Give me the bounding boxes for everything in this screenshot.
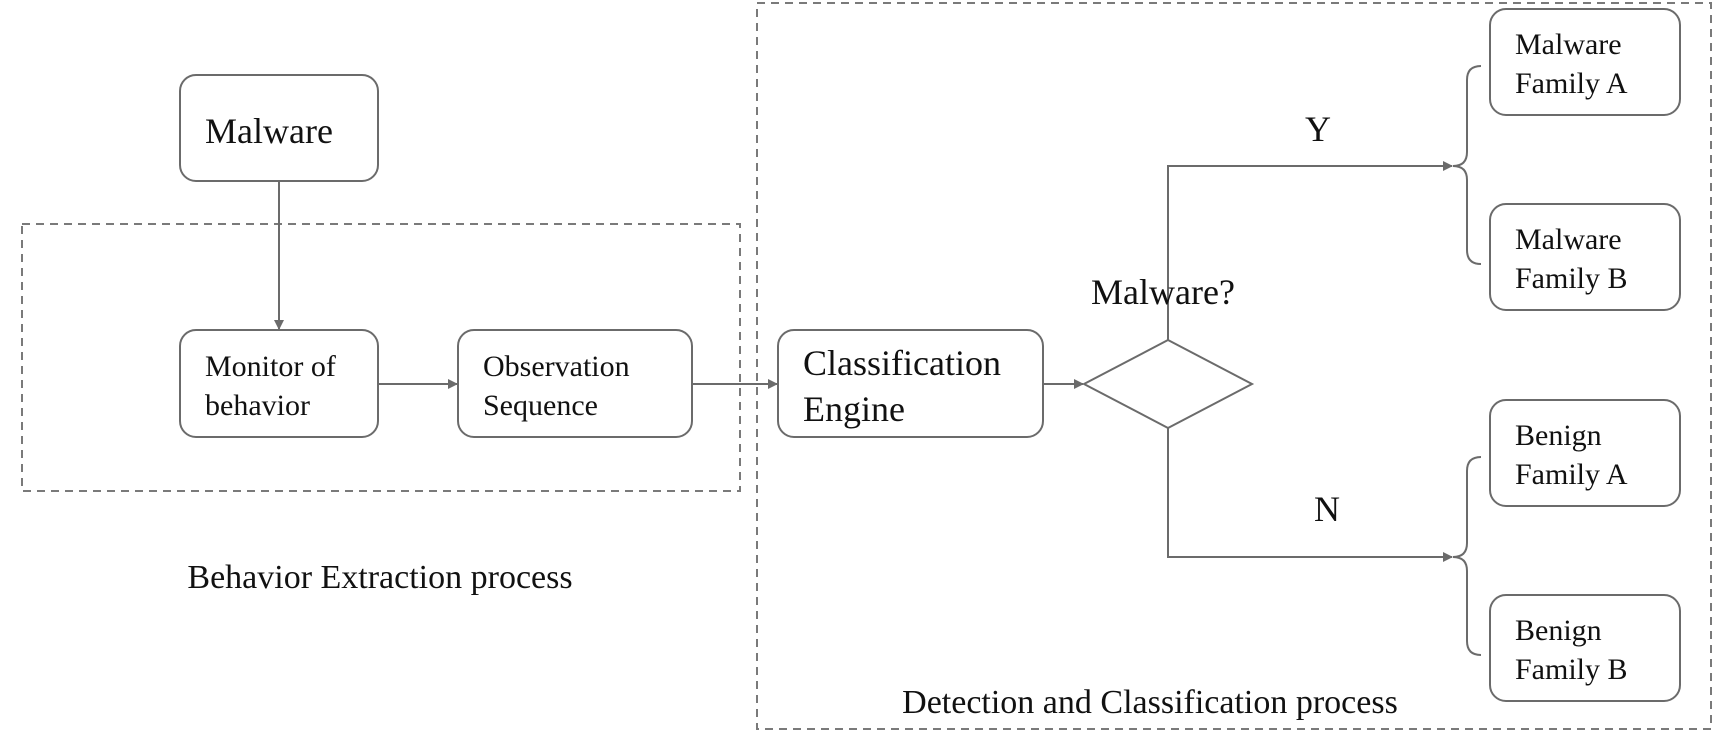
benign-family-b-line1: Benign: [1515, 614, 1602, 647]
detection-classification-label: Detection and Classification process: [902, 684, 1398, 721]
detection-classification-group: [756, 2, 1712, 730]
benign-family-a-line1: Benign: [1515, 419, 1602, 452]
node-classification-engine: Classification Engine: [777, 329, 1044, 438]
node-malware: Malware: [179, 74, 379, 182]
node-engine-line1: Classification: [803, 343, 1001, 383]
benign-family-a-line2: Family A: [1515, 458, 1628, 491]
node-malware-label: Malware: [205, 111, 333, 151]
behavior-extraction-group: [21, 223, 741, 492]
node-monitor-of-behavior: Monitor of behavior: [179, 329, 379, 438]
node-engine-line2: Engine: [803, 389, 905, 429]
node-monitor-line1: Monitor of: [205, 350, 336, 383]
node-decision: Malware?: [1081, 272, 1255, 430]
malware-family-b-line1: Malware: [1515, 223, 1622, 256]
edge-label-no: N: [1314, 489, 1340, 529]
node-malware-family-a: Malware Family A: [1489, 8, 1681, 116]
malware-families-brace: [1452, 65, 1482, 265]
node-observation-line2: Sequence: [483, 389, 598, 422]
decision-label: Malware?: [1091, 272, 1235, 312]
node-malware-family-b: Malware Family B: [1489, 203, 1681, 311]
edge-label-yes: Y: [1305, 109, 1331, 149]
edge-decision-yes: [1167, 161, 1453, 340]
decision-diamond: [1081, 338, 1255, 430]
malware-family-a-line1: Malware: [1515, 28, 1622, 61]
node-benign-family-b: Benign Family B: [1489, 594, 1681, 702]
node-monitor-line2: behavior: [205, 389, 310, 422]
malware-family-b-line2: Family B: [1515, 262, 1628, 295]
malware-family-a-line2: Family A: [1515, 67, 1628, 100]
edge-decision-no: [1167, 428, 1453, 562]
node-benign-family-a: Benign Family A: [1489, 399, 1681, 507]
node-observation-line1: Observation: [483, 350, 630, 383]
benign-families-brace: [1452, 456, 1482, 656]
benign-family-b-line2: Family B: [1515, 653, 1628, 686]
behavior-extraction-label: Behavior Extraction process: [187, 559, 572, 596]
node-observation-sequence: Observation Sequence: [457, 329, 693, 438]
